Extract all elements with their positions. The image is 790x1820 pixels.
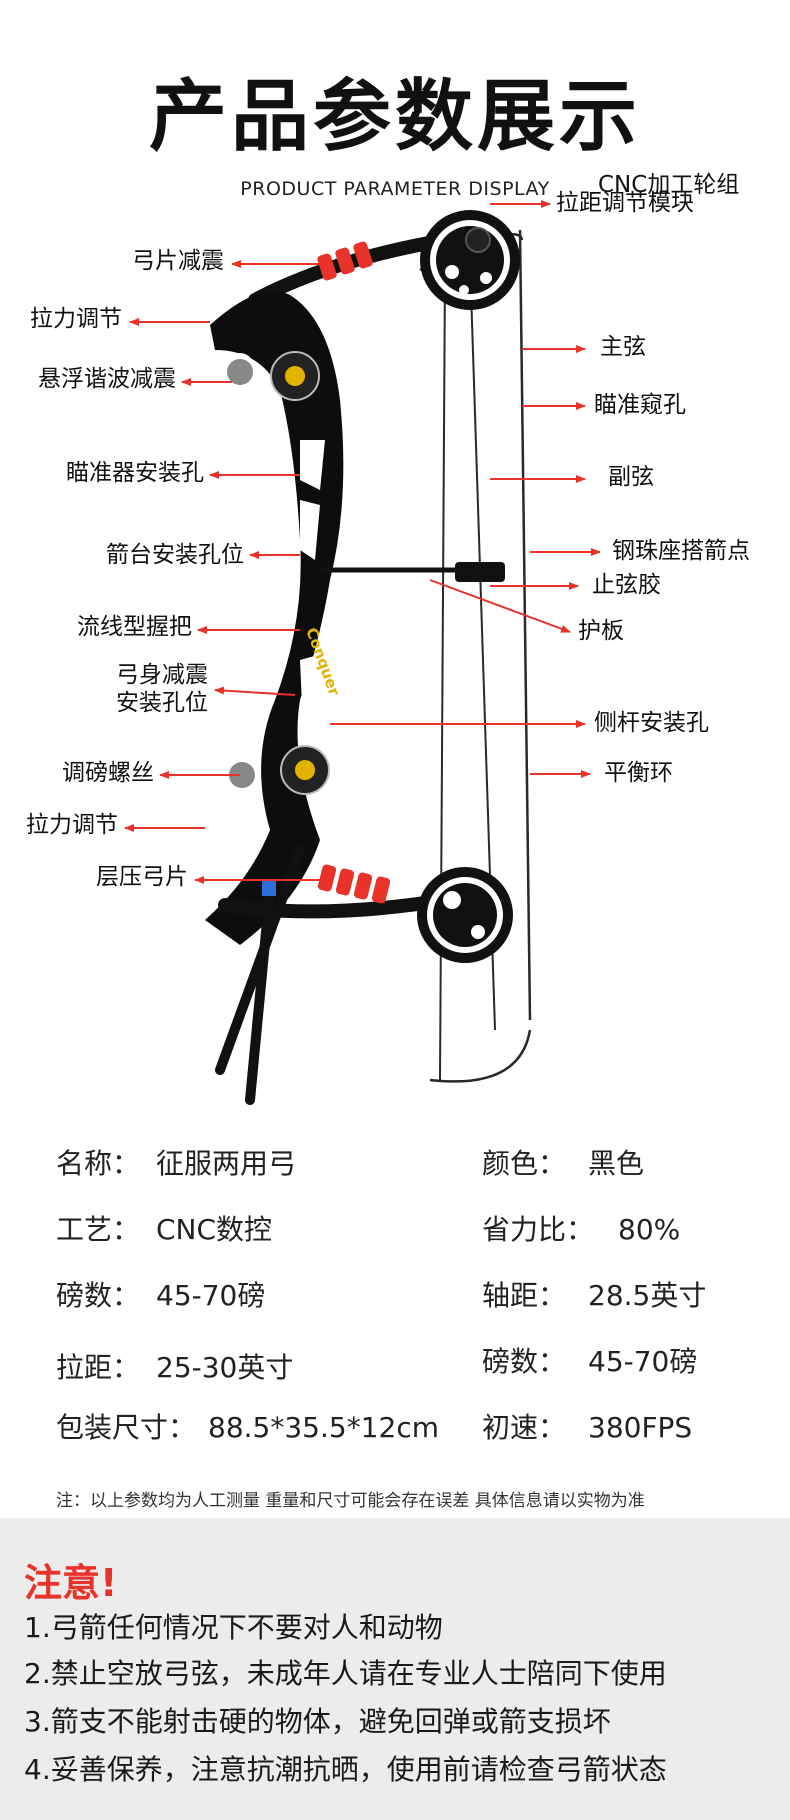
measurement-note: 注：以上参数均为人工测量 重量和尺寸可能会存在误差 具体信息请以实物为准 xyxy=(56,1491,645,1511)
spec-draw-weight-2: 磅数：45-70磅 xyxy=(482,1345,698,1378)
warning-panel xyxy=(0,1518,790,1820)
label-stabilizer-hole: 侧杆安装孔 xyxy=(594,710,709,736)
bottom-limb xyxy=(218,893,452,919)
label-harmonic-damper: 悬浮谐波减震 xyxy=(38,366,176,392)
label-main-string: 主弦 xyxy=(600,334,646,360)
spec-name: 名称：征服两用弓 xyxy=(56,1147,297,1180)
label-draw-length-module: 拉距调节模块 xyxy=(556,190,694,216)
label-riser-damper-line1: 弓身减震 xyxy=(116,662,208,688)
bow-stand xyxy=(215,845,305,1105)
bow-diagram: Conquer xyxy=(0,172,790,1120)
spec-let-off: 省力比：80% xyxy=(482,1213,681,1246)
label-peep-sight: 瞄准窥孔 xyxy=(594,392,686,418)
warning-item: 2.禁止空放弓弦，未成年人请在专业人士陪同下使用 xyxy=(24,1657,667,1690)
bow-illustration: Conquer xyxy=(124,183,601,1105)
top-cam xyxy=(420,210,520,310)
bottom-cam xyxy=(417,867,513,963)
label-balance-ring: 平衡环 xyxy=(604,760,673,786)
warning-item: 3.箭支不能射击硬的物体，避免回弹或箭支损坏 xyxy=(24,1705,611,1738)
spec-process: 工艺：CNC数控 xyxy=(56,1213,273,1246)
warning-item: 4.妥善保养，注意抗潮抗晒，使用前请检查弓箭状态 xyxy=(24,1753,667,1786)
label-laminated-limb: 层压弓片 xyxy=(96,864,188,890)
label-nocking-point: 钢珠座搭箭点 xyxy=(612,538,750,564)
label-cable: 副弦 xyxy=(608,464,654,490)
spec-draw-weight: 磅数：45-70磅 xyxy=(56,1279,266,1312)
lower-limb-bolt xyxy=(229,762,255,788)
label-cnc-cams: CNC加工轮组 xyxy=(598,172,740,198)
spec-draw-length: 拉距：25-30英寸 xyxy=(56,1351,294,1384)
label-guard-plate: 护板 xyxy=(578,618,624,644)
label-draw-weight-adjust-top: 拉力调节 xyxy=(30,306,122,332)
upper-limb-bolt xyxy=(227,359,253,385)
warning-item: 1.弓箭任何情况下不要对人和动物 xyxy=(24,1611,443,1644)
label-grip: 流线型握把 xyxy=(77,614,192,640)
stand-clip xyxy=(262,880,276,896)
label-string-stopper: 止弦胶 xyxy=(592,572,661,598)
lower-harmonic-damper xyxy=(280,745,330,795)
arrow-rest xyxy=(455,562,505,582)
spec-axle-to-axle: 轴距：28.5英寸 xyxy=(482,1279,707,1312)
label-weight-screw: 调磅螺丝 xyxy=(62,760,154,786)
label-limb-damper: 弓片减震 xyxy=(132,248,224,274)
upper-harmonic-damper xyxy=(270,351,320,401)
spec-velocity: 初速：380FPS xyxy=(482,1411,693,1444)
spec-color: 颜色：黑色 xyxy=(482,1147,645,1180)
spec-package-size: 包装尺寸：88.5*35.5*12cm xyxy=(56,1411,439,1444)
bottom-dampers xyxy=(317,864,391,904)
label-arrow-rest-mount: 箭台安装孔位 xyxy=(106,542,244,568)
label-sight-mount-holes: 瞄准器安装孔 xyxy=(66,460,204,486)
label-draw-weight-adjust-bottom: 拉力调节 xyxy=(26,812,118,838)
page-title: 产品参数展示 xyxy=(148,72,641,162)
warning-title: 注意! xyxy=(24,1561,118,1605)
top-dampers xyxy=(317,241,373,281)
label-riser-damper-line2: 安装孔位 xyxy=(116,690,208,716)
left-arrows xyxy=(124,260,330,884)
page-subtitle: PRODUCT PARAMETER DISPLAY xyxy=(240,178,550,200)
